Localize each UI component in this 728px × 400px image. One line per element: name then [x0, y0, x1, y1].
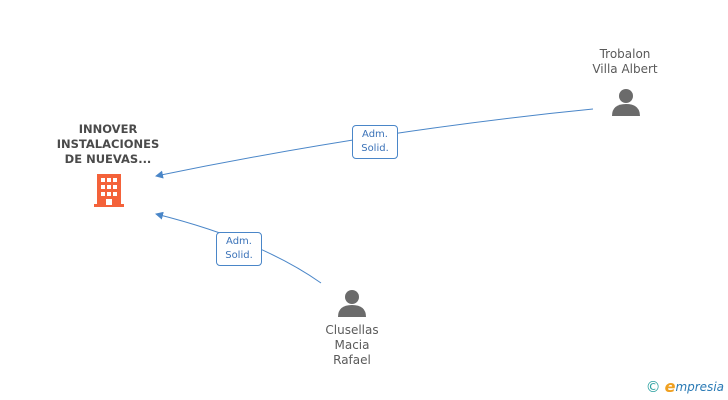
person-name-line: Clusellas [325, 323, 379, 337]
person-name-line: Rafael [333, 353, 371, 367]
company-name-line: INSTALACIONES [56, 137, 160, 151]
company-name-line: DE NUEVAS... [64, 152, 152, 166]
building-icon[interactable] [94, 174, 124, 207]
person-name-line: Macia [334, 338, 370, 352]
relation-badge[interactable]: Adm. Solid. [352, 125, 398, 159]
brand-logo-initial: e [664, 377, 676, 396]
person-name-label[interactable]: Clusellas Macia Rafael [297, 323, 407, 368]
relation-badge-line: Adm. [226, 236, 252, 247]
copyright-symbol: © [645, 377, 661, 396]
brand-watermark: © e mpresia [646, 377, 724, 396]
relation-badge-line: Solid. [225, 250, 253, 261]
person-icon[interactable] [338, 290, 366, 317]
person-name-line: Trobalon [599, 47, 651, 61]
company-name-label[interactable]: INNOVER INSTALACIONES DE NUEVAS... [48, 122, 168, 167]
person-name-label[interactable]: Trobalon Villa Albert [570, 47, 680, 77]
person-name-line: Villa Albert [592, 62, 658, 76]
relation-badge-line: Adm. [362, 129, 388, 140]
relation-badge[interactable]: Adm. Solid. [216, 232, 262, 266]
relation-badge-line: Solid. [361, 143, 389, 154]
company-name-line: INNOVER [78, 122, 138, 136]
person-icon[interactable] [612, 89, 640, 116]
brand-logo-text: mpresia [675, 379, 724, 394]
